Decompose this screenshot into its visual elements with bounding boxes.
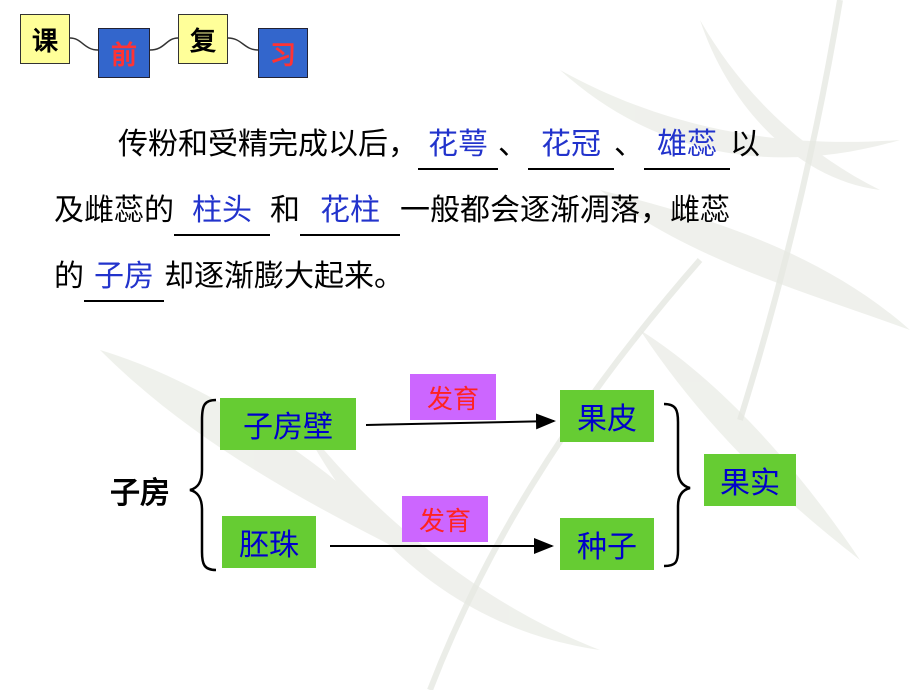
para-text: 传粉和受精完成以后，	[118, 127, 418, 162]
para-text: 以	[730, 127, 760, 162]
source-label-ovary: 子房	[110, 476, 170, 511]
para-separator: 、	[498, 127, 528, 162]
review-paragraph: 传粉和受精完成以后，花萼、花冠、雄蕊以 及雌蕊的柱头和花柱一般都会逐渐凋落，雌蕊…	[54, 112, 844, 310]
box-fruit: 果实	[704, 454, 796, 506]
header-box-xi: 习	[258, 28, 308, 78]
para-text: 却逐渐膨大起来。	[164, 259, 404, 294]
box-ovary-wall: 子房壁	[220, 398, 356, 450]
right-brace	[663, 402, 691, 568]
blank-answer: 花冠	[528, 126, 614, 170]
left-brace	[189, 398, 217, 572]
para-text: 一般都会逐渐凋落，雌蕊	[400, 193, 730, 228]
box-ovule: 胚珠	[222, 516, 316, 568]
header-box-ke: 课	[20, 14, 70, 64]
para-text: 和	[270, 193, 300, 228]
box-develop-top: 发育	[410, 374, 496, 420]
para-text: 及雌蕊的	[54, 193, 174, 228]
header-box-qian: 前	[98, 28, 150, 78]
header-box-fu: 复	[178, 14, 228, 64]
blank-answer: 雄蕊	[644, 126, 730, 170]
blank-answer: 花萼	[418, 126, 498, 170]
header-connectors	[69, 37, 259, 51]
arrow-top	[365, 413, 556, 430]
box-develop-bottom: 发育	[402, 496, 488, 542]
blank-answer: 柱头	[174, 192, 270, 236]
blank-answer: 子房	[84, 258, 164, 302]
box-pericarp: 果皮	[560, 390, 654, 442]
blank-answer: 花柱	[300, 192, 400, 236]
para-separator: 、	[614, 127, 644, 162]
para-text: 的	[54, 259, 84, 294]
box-seed: 种子	[560, 518, 654, 570]
